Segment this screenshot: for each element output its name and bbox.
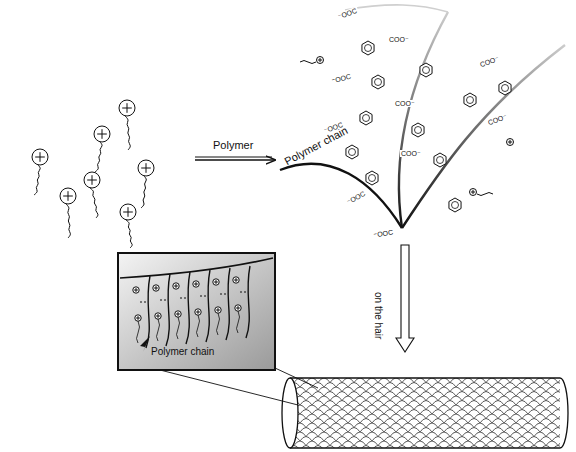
caption-label: Polymer chain bbox=[150, 347, 215, 357]
polymer-chain bbox=[402, 45, 565, 228]
group-label: COO⁻ bbox=[486, 113, 509, 127]
reaction-arrow bbox=[195, 159, 275, 160]
group-label: ⁻OOC bbox=[372, 228, 395, 239]
polymer-chain bbox=[280, 164, 402, 228]
hair-fiber bbox=[282, 378, 568, 448]
group-label: ⁻OOC bbox=[330, 72, 353, 84]
down-arrow bbox=[396, 245, 414, 352]
leader-line bbox=[160, 370, 298, 405]
reaction-arrow bbox=[195, 157, 272, 158]
group-label: ⁻OOC bbox=[345, 189, 367, 206]
group-label: COO⁻ bbox=[478, 55, 501, 69]
polymer-chain bbox=[345, 5, 448, 12]
caption-label: Polymer chain bbox=[282, 124, 350, 167]
cationic-surfactants bbox=[32, 100, 154, 248]
group-label: COO⁻ bbox=[400, 150, 422, 157]
inset-view bbox=[118, 253, 275, 370]
group-label: COO⁻ bbox=[394, 100, 416, 107]
group-label: ⁻OOC bbox=[336, 7, 359, 21]
caption-label: Polymer bbox=[212, 140, 254, 151]
group-label: COO⁻ bbox=[388, 36, 410, 43]
caption-label: on the hair bbox=[373, 291, 383, 340]
leader-line bbox=[275, 368, 318, 388]
benzene-rings bbox=[346, 41, 511, 212]
bound-surfactants bbox=[300, 57, 514, 196]
